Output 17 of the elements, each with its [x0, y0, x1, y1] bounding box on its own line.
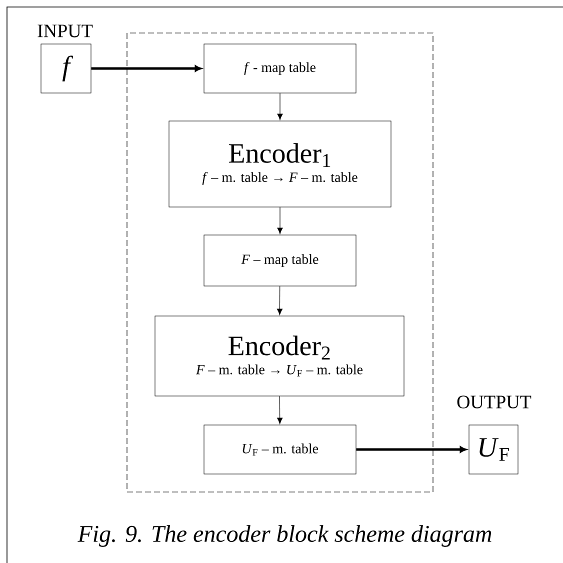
process-box: F – map table [204, 234, 356, 286]
arrow [356, 446, 466, 453]
process-box: U$_{F}$ – m. table [204, 424, 356, 474]
io-box: U$_{F}$ [468, 424, 518, 474]
io-label: INPUT [38, 24, 93, 38]
process-box: f - map table [204, 44, 356, 94]
encoder-box: Encoder$_{2}$ F – m. table → U$_{F}$ – m. table [154, 316, 404, 396]
encoder-box: Encoder$_{1}$ f – m. table → F – m. table [168, 120, 392, 208]
dashed-container [126, 32, 434, 492]
arrow [277, 396, 283, 424]
caption: Fig. 9. The encoder block scheme diagram [78, 525, 492, 547]
arrow [277, 92, 283, 120]
io-label: OUTPUT [457, 396, 532, 408]
arrow [91, 65, 202, 72]
io-box: f [40, 44, 92, 94]
arrow [277, 286, 282, 315]
arrow [277, 206, 283, 234]
